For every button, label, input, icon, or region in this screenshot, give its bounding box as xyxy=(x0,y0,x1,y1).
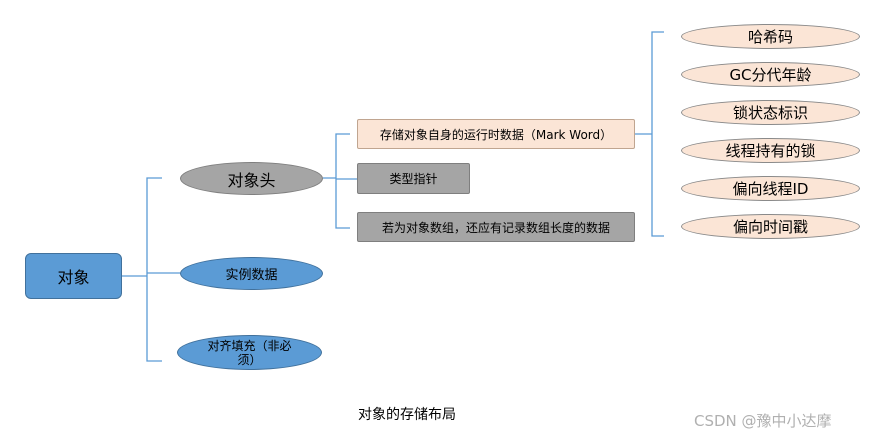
biased-timestamp-node: 偏向时间戳 xyxy=(681,214,860,239)
object-header-node: 对象头 xyxy=(180,162,323,195)
watermark: CSDN @豫中小达摩 xyxy=(694,412,832,430)
diagram-caption: 对象的存储布局 xyxy=(358,407,456,423)
lock-state-label: 锁状态标识 xyxy=(732,104,808,122)
padding-node: 对齐填充（非必须） xyxy=(177,335,322,370)
root-bracket xyxy=(122,177,180,362)
array-length-node: 若为对象数组，还应有记录数组长度的数据 xyxy=(357,212,635,242)
object-root-node: 对象 xyxy=(25,253,122,299)
mark-word-node: 存储对象自身的运行时数据（Mark Word） xyxy=(357,119,635,149)
biased-thread-id-node: 偏向线程ID xyxy=(681,176,860,201)
instance-data-label: 实例数据 xyxy=(225,268,278,283)
class-pointer-node: 类型指针 xyxy=(357,163,470,194)
class-pointer-label: 类型指针 xyxy=(389,172,438,186)
instance-data-node: 实例数据 xyxy=(180,257,323,290)
lock-state-node: 锁状态标识 xyxy=(681,100,860,125)
hashcode-node: 哈希码 xyxy=(681,24,860,49)
gc-age-label: GC分代年龄 xyxy=(729,66,812,84)
hashcode-label: 哈希码 xyxy=(747,28,793,46)
thread-lock-node: 线程持有的锁 xyxy=(681,138,860,163)
padding-label: 对齐填充（非必须） xyxy=(207,338,292,367)
array-length-label: 若为对象数组，还应有记录数组长度的数据 xyxy=(381,220,610,235)
biased-timestamp-label: 偏向时间戳 xyxy=(732,218,808,236)
markword-bracket xyxy=(635,31,664,237)
biased-thread-id-label: 偏向线程ID xyxy=(732,180,809,198)
mark-word-label: 存储对象自身的运行时数据（Mark Word） xyxy=(379,127,613,142)
object-header-label: 对象头 xyxy=(227,170,276,190)
object-root-label: 对象 xyxy=(57,268,90,287)
gc-age-node: GC分代年龄 xyxy=(681,62,860,87)
header-bracket xyxy=(323,133,357,229)
thread-lock-label: 线程持有的锁 xyxy=(725,142,816,160)
